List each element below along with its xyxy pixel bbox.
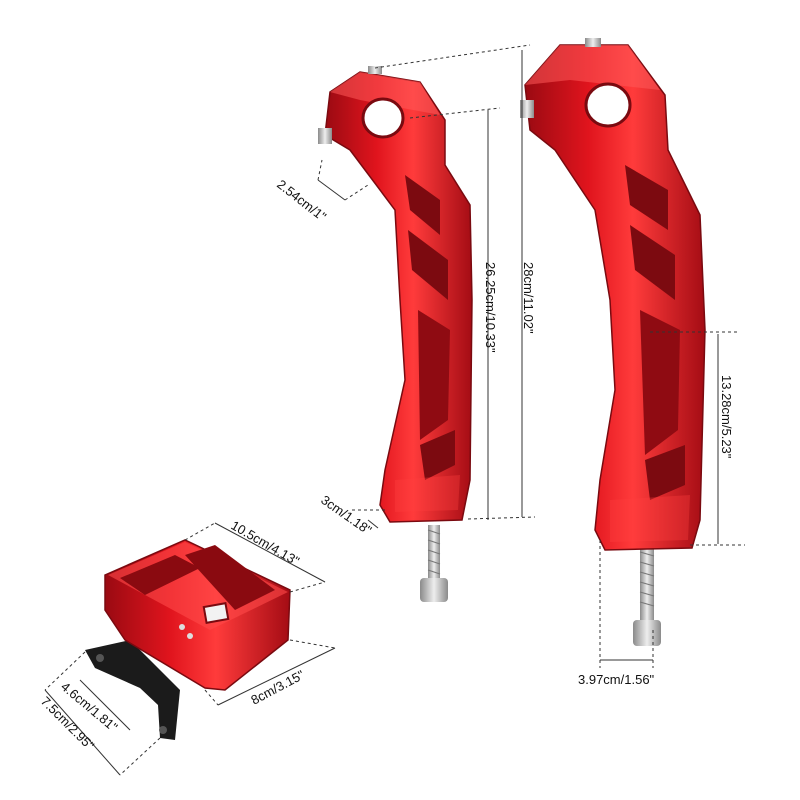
left-riser-cutout bbox=[418, 310, 450, 440]
mount-compartment-left bbox=[120, 555, 200, 595]
left-riser-bolt bbox=[428, 525, 440, 585]
left-riser bbox=[318, 66, 473, 602]
left-riser-cutout bbox=[420, 430, 455, 480]
mount-width-label: 8cm/3.15" bbox=[248, 667, 307, 708]
left-riser-cutout bbox=[405, 175, 440, 235]
bolt-offset-label: 3.97cm/1.56" bbox=[578, 672, 655, 687]
right-riser-cutout bbox=[645, 445, 685, 500]
dimension-annotations bbox=[44, 44, 745, 776]
right-riser-cutout bbox=[630, 225, 675, 300]
left-riser-cutout bbox=[408, 230, 448, 300]
left-riser-clamp-hole bbox=[361, 97, 405, 139]
base-thickness-label: 3cm/1.18" bbox=[318, 492, 375, 538]
total-height-label: 28cm/11.02" bbox=[521, 262, 536, 334]
right-riser-bolt-head bbox=[633, 620, 661, 646]
clamp-width-label: 2.54cm/1" bbox=[274, 177, 329, 225]
right-riser bbox=[520, 38, 706, 646]
lower-section-label: 13.28cm/5.23" bbox=[719, 375, 734, 459]
right-riser-cutout bbox=[640, 310, 680, 455]
left-riser-bolt-head bbox=[420, 578, 448, 602]
mount-compartment-right bbox=[185, 545, 275, 610]
mount-length-label: 10.5cm/4.13" bbox=[229, 518, 303, 569]
mount-box bbox=[85, 539, 291, 740]
mount-bracket bbox=[85, 640, 180, 740]
mount-slot bbox=[202, 602, 230, 624]
riser-height-label: 26.25cm/10.33" bbox=[483, 262, 498, 353]
right-riser-cutout bbox=[625, 165, 668, 230]
right-riser-clamp-hole bbox=[584, 82, 632, 128]
